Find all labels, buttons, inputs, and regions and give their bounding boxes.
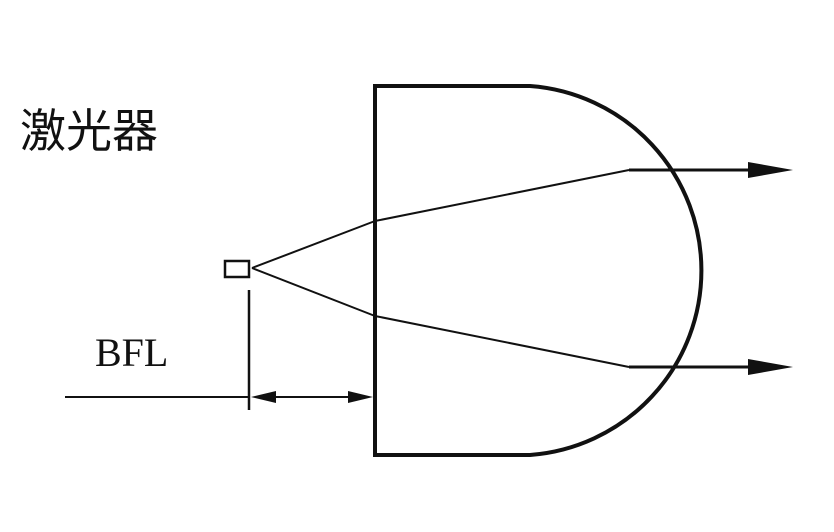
ray-lower-divergent — [251, 267, 376, 317]
plano-convex-lens — [373, 84, 704, 457]
ray-lower-in-lens — [374, 315, 630, 368]
ray-upper-in-lens — [374, 169, 630, 222]
bfl-label: BFL — [95, 330, 168, 375]
ray-upper-divergent — [251, 220, 376, 269]
laser-label: 激光器 — [20, 104, 158, 158]
arrowhead-upper — [748, 162, 793, 178]
laser-source — [223, 259, 251, 279]
arrowhead-lower — [748, 359, 793, 375]
bfl-arrowhead-left — [251, 391, 276, 403]
bfl-arrowhead-right — [348, 391, 373, 403]
